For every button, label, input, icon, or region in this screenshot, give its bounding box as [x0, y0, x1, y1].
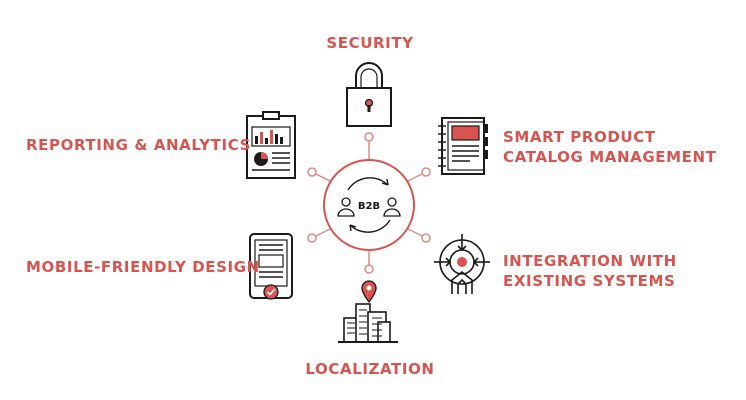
label-reporting-analytics: REPORTING & ANALYTICS [26, 136, 251, 154]
connector-reporting [315, 173, 333, 183]
label-smart-catalog: SMART PRODUCT CATALOG MANAGEMENT [503, 127, 716, 167]
mobile-phone-icon [249, 233, 293, 300]
user-left-icon [337, 197, 355, 217]
catalog-notebook-icon [438, 117, 488, 175]
endpoint-security [364, 132, 374, 142]
label-integration-line2: EXISTING SYSTEMS [503, 272, 676, 290]
connector-smart-catalog [405, 173, 423, 183]
label-mobile-friendly: MOBILE-FRIENDLY DESIGN [26, 258, 260, 276]
endpoint-smart-catalog [421, 167, 431, 177]
endpoint-localization [364, 264, 374, 274]
endpoint-integration [421, 233, 431, 243]
connector-mobile [315, 227, 333, 237]
endpoint-mobile [307, 233, 317, 243]
label-smart-catalog-line2: CATALOG MANAGEMENT [503, 148, 717, 166]
label-smart-catalog-line1: SMART PRODUCT [503, 128, 656, 146]
hub-ring [323, 159, 415, 251]
connector-integration [405, 227, 423, 237]
city-location-icon [338, 280, 398, 343]
label-integration-line1: INTEGRATION WITH [503, 252, 677, 270]
endpoint-reporting [307, 167, 317, 177]
label-security: SECURITY [326, 34, 414, 52]
connector-endpoints [307, 132, 431, 274]
user-right-icon [383, 197, 401, 217]
exchange-arrows-icon [347, 177, 391, 233]
padlock-icon [346, 62, 392, 127]
label-localization: LOCALIZATION [305, 360, 435, 378]
report-clipboard-icon [246, 111, 296, 179]
hub: B2B [323, 159, 415, 251]
hub-label: B2B [358, 201, 380, 212]
integration-target-icon [434, 234, 490, 294]
label-integration: INTEGRATION WITH EXISTING SYSTEMS [503, 251, 677, 291]
